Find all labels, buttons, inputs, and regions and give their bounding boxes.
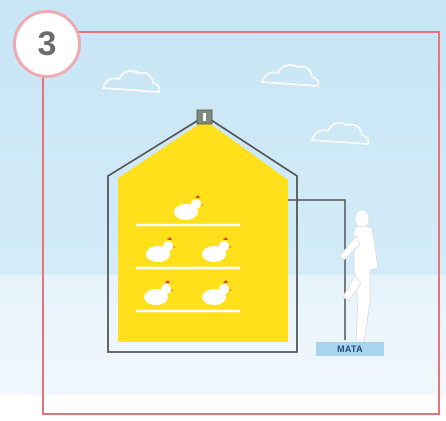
step-number: 3: [38, 25, 57, 64]
illustration-frame: [42, 31, 440, 415]
mat: MATA: [316, 342, 384, 356]
step-number-badge: 3: [13, 10, 81, 78]
mat-label: MATA: [337, 344, 363, 354]
